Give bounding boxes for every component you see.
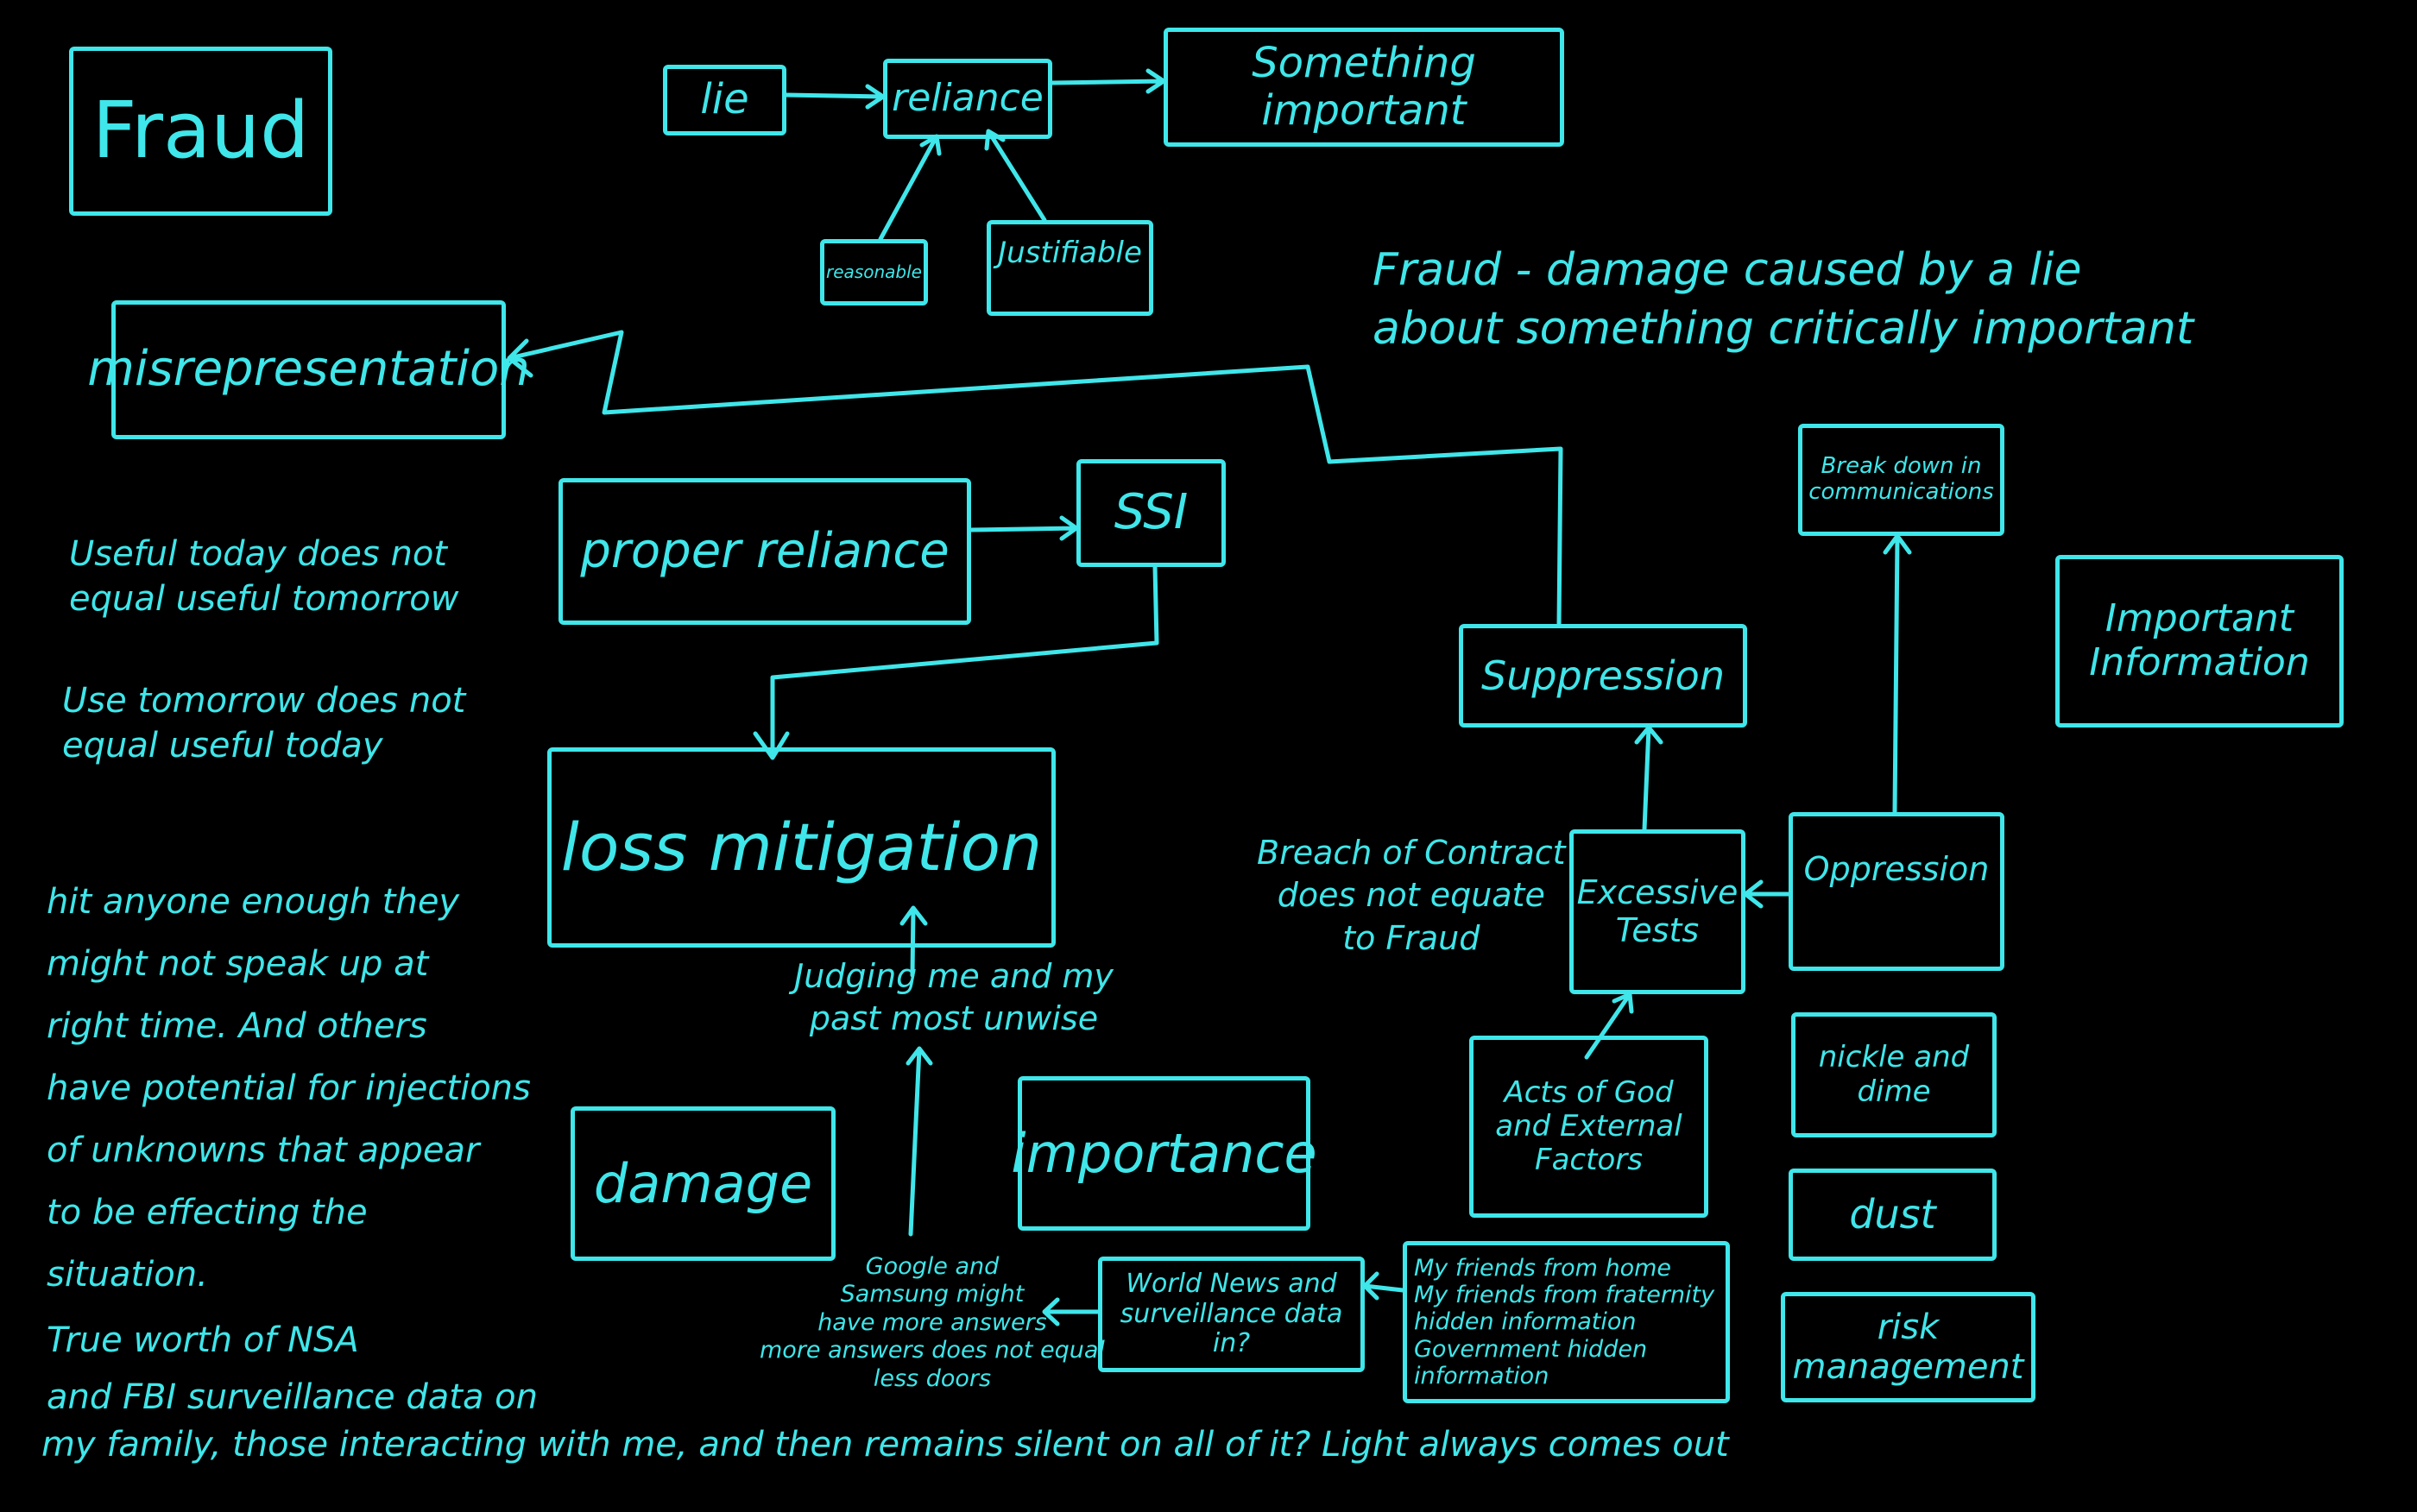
misrepresentation-box: misrepresentation <box>87 300 530 439</box>
judging-note: Judging me and my past most unwise <box>794 957 1114 1038</box>
use-tomorrow-note: Use tomorrow does not equal useful today <box>62 681 466 765</box>
true-worth-note: True worth of NSA and FBI surveillance d… <box>47 1320 539 1417</box>
fraud-definition-note: Fraud - damage caused by a lie about som… <box>1373 244 2194 355</box>
break-down-box: Break down in communications <box>1798 424 2004 536</box>
risk-management-box: risk management <box>1781 1292 2035 1402</box>
arrow-reasonable-to-reliance <box>878 134 942 242</box>
arrow-oppression-to-breakdown <box>1883 533 1912 815</box>
something-important-box: Something important <box>1164 28 1564 147</box>
friends-box: My friends from home My friends from fra… <box>1403 1241 1730 1403</box>
importance-box: importance <box>1011 1076 1317 1231</box>
arrow-ssi-to-loss-mitigation <box>753 564 1159 760</box>
lie-box: lie <box>663 65 786 135</box>
useful-today-note: Useful today does not equal useful tomor… <box>69 534 459 619</box>
arrow-acts-to-excessive <box>1584 992 1634 1060</box>
damage-box: damage <box>571 1106 836 1261</box>
google-samsung-note: Google and Samsung might have more answe… <box>760 1253 1105 1392</box>
fraud-title-box: Fraud <box>69 47 332 216</box>
arrow-suppression-to-misrepresentation <box>507 330 1563 627</box>
bottom-line-note: my family, those interacting with me, an… <box>41 1425 1729 1465</box>
loss-mitigation-box: loss mitigation <box>547 747 1056 948</box>
nickle-and-dime-box: nickle and dime <box>1791 1012 1997 1137</box>
breach-of-contract-note: Breach of Contract does not equate to Fr… <box>1257 834 1566 957</box>
ssi-box: SSI <box>1076 459 1226 567</box>
arrow-lie-to-reliance <box>784 84 886 110</box>
hit-anyone-note: hit anyone enough they might not speak u… <box>47 882 531 1295</box>
arrow-reliance-to-something <box>1050 68 1166 94</box>
arrow-judging-to-loss <box>899 905 928 978</box>
arrow-google-to-judging <box>906 1046 933 1237</box>
acts-of-god-box: Acts of God and External Factors <box>1469 1036 1708 1218</box>
dust-box: dust <box>1789 1169 1997 1261</box>
arrow-justifiable-to-reliance <box>984 129 1047 223</box>
arrow-excessive-to-suppression <box>1634 725 1663 832</box>
arrow-oppression-to-excessive <box>1743 879 1791 909</box>
world-news-box: World News and surveillance data in? <box>1098 1257 1365 1372</box>
suppression-box: Suppression <box>1459 624 1747 728</box>
reasonable-box: reasonable <box>820 239 928 306</box>
important-information-box: Important Information <box>2055 555 2344 728</box>
arrow-worldnews-to-google <box>1042 1297 1101 1326</box>
reliance-box: reliance <box>883 59 1052 139</box>
oppression-box: Oppression <box>1789 812 2004 971</box>
arrow-proper-reliance-to-ssi <box>969 515 1079 541</box>
proper-reliance-box: proper reliance <box>558 478 971 625</box>
excessive-tests-box: Excessive Tests <box>1569 829 1745 994</box>
arrow-friends-to-worldnews <box>1362 1271 1405 1301</box>
justifiable-box: Justifiable <box>987 220 1153 316</box>
